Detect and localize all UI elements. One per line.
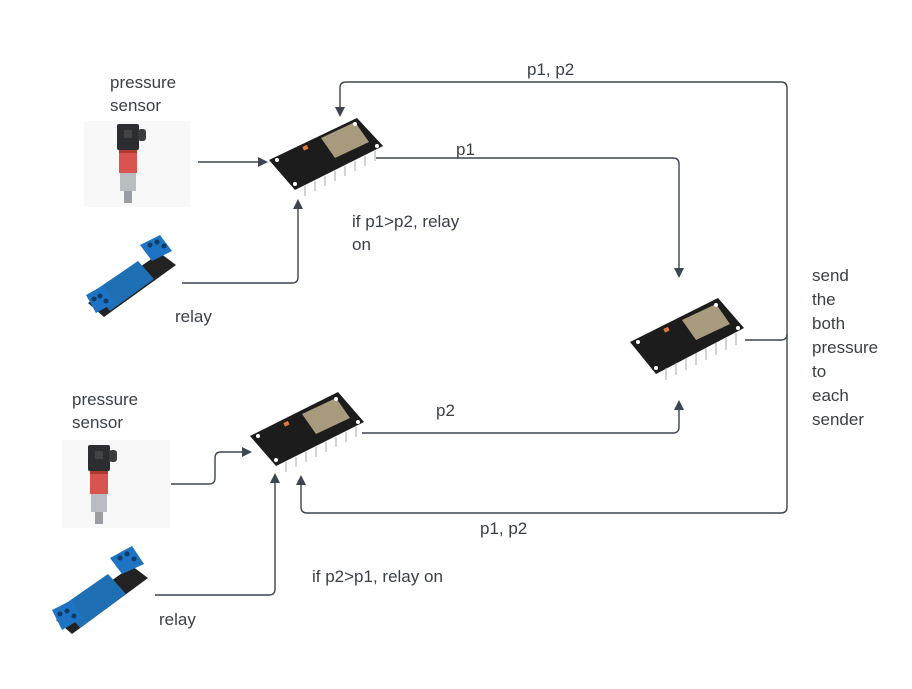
relay-icon bbox=[86, 235, 176, 317]
esp32-board-icon bbox=[250, 392, 364, 472]
arrowhead bbox=[296, 475, 306, 485]
pressure-sensor-top bbox=[84, 121, 190, 207]
wire-p1 bbox=[376, 157, 680, 272]
arrowhead bbox=[270, 473, 280, 483]
arrowhead bbox=[258, 157, 268, 167]
sensor-bottom-label: pressure sensor bbox=[72, 390, 139, 432]
note-bottom-rule: if p2>p1, relay on bbox=[312, 567, 443, 586]
edge-label-feedback-bottom: p1, p2 bbox=[480, 519, 528, 538]
relay-module-top bbox=[80, 233, 180, 331]
pressure-sensor-icon bbox=[117, 124, 146, 203]
arrowhead bbox=[674, 400, 684, 410]
esp32-board-top bbox=[265, 116, 387, 200]
relay-bottom-label: relay bbox=[159, 610, 196, 629]
arrowhead bbox=[293, 199, 303, 209]
wire-relay-top bbox=[182, 205, 299, 284]
note-receiver: send the both pressure to each sender bbox=[812, 266, 879, 429]
edge-label-p2: p2 bbox=[436, 401, 455, 420]
esp32-board-icon bbox=[269, 118, 383, 196]
edge-label-p1: p1 bbox=[456, 140, 475, 159]
arrowhead bbox=[242, 447, 252, 457]
note-top-rule: if p1>p2, relay on bbox=[352, 212, 460, 254]
esp32-board-bottom bbox=[246, 390, 368, 476]
esp32-board-icon bbox=[630, 298, 744, 380]
arrowhead bbox=[674, 268, 684, 278]
relay-icon bbox=[52, 546, 148, 634]
pressure-sensor-bottom bbox=[62, 440, 170, 528]
edge-label-feedback-top: p1, p2 bbox=[527, 60, 575, 79]
arrowhead bbox=[335, 107, 345, 117]
relay-top-label: relay bbox=[175, 307, 212, 326]
wire-feedback-bottom bbox=[300, 334, 788, 514]
wire-feedback-top bbox=[339, 81, 788, 341]
wire-p2 bbox=[362, 407, 680, 434]
wire-relay-bottom bbox=[155, 480, 276, 596]
pressure-sensor-icon bbox=[88, 445, 117, 524]
wire-sensor-bottom bbox=[171, 451, 244, 485]
esp32-board-receiver bbox=[626, 296, 748, 384]
relay-module-bottom bbox=[46, 544, 154, 644]
sensor-top-label: pressure sensor bbox=[110, 73, 177, 115]
